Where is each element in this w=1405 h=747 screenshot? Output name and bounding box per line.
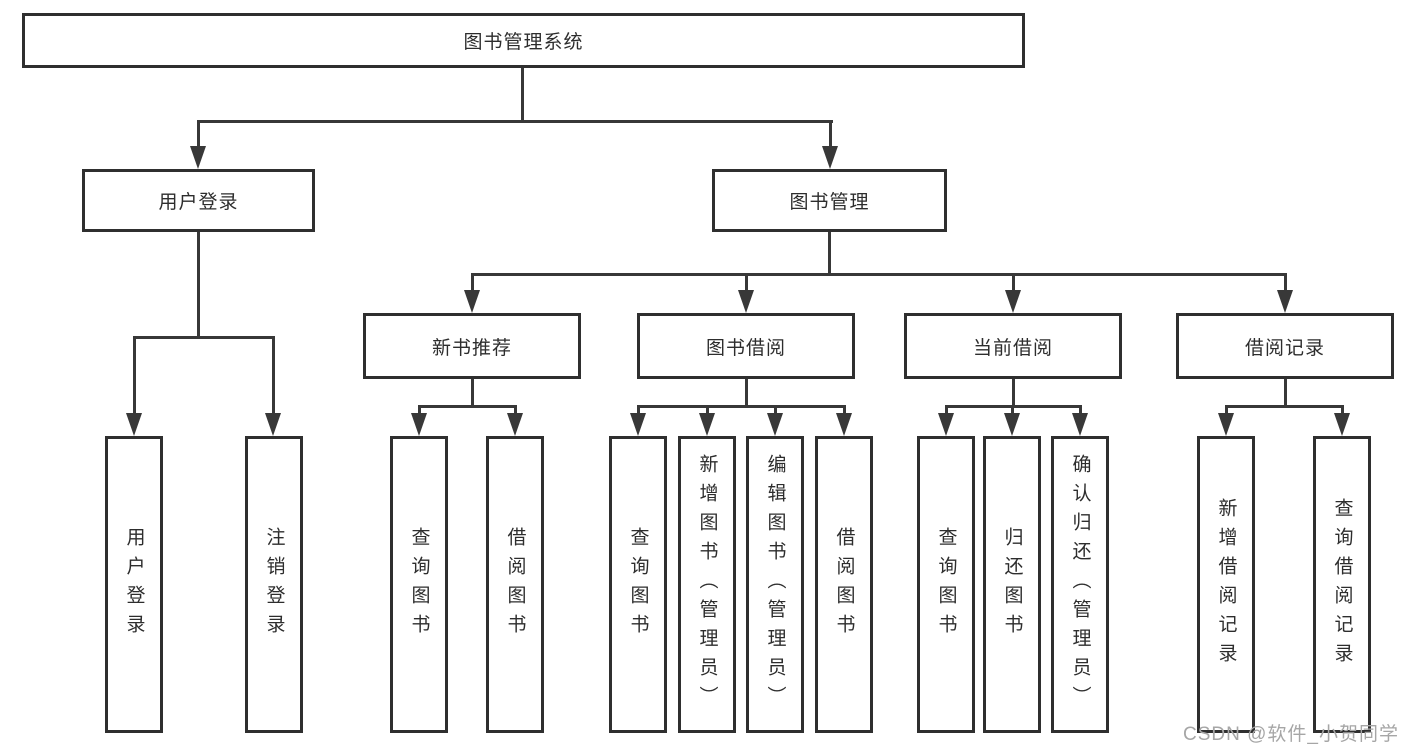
connector-line [1079,405,1082,415]
connector-line [471,273,474,292]
arrow-down-icon [738,290,754,313]
leaf-label: 确认归还（管理员） [1069,454,1091,715]
node-label: 图书管理系统 [463,32,584,53]
leaf-logout: 注销登录 [245,436,303,733]
leaf-query-books-borrow: 查询图书 [609,436,667,733]
leaf-label: 归还图书 [1001,526,1023,643]
connector-line [1012,379,1015,406]
connector-line [418,405,517,408]
arrow-down-icon [630,413,646,436]
connector-line [197,120,200,148]
leaf-label: 查询图书 [627,526,649,643]
leaf-label: 查询图书 [408,526,430,643]
connector-line [521,68,524,121]
leaf-query-books-recommend: 查询图书 [390,436,448,733]
connector-line [1341,405,1344,415]
connector-line [945,405,948,415]
arrow-down-icon [1072,413,1088,436]
arrow-down-icon [265,413,281,436]
connector-line [1011,405,1014,415]
node-user-login: 用户登录 [82,169,315,232]
arrow-down-icon [1005,290,1021,313]
node-label: 借阅记录 [1244,337,1325,359]
leaf-label: 查询借阅记录 [1331,497,1353,672]
leaf-return-book: 归还图书 [983,436,1041,733]
leaf-label: 编辑图书（管理员） [764,454,786,715]
node-current-borrow: 当前借阅 [904,313,1122,379]
leaf-label: 借阅图书 [833,526,855,643]
connector-line [133,336,275,339]
connector-line [471,379,474,406]
arrow-down-icon [1218,413,1234,436]
connector-line [1284,273,1287,292]
node-label: 图书借阅 [705,337,786,359]
leaf-label: 新增图书（管理员） [696,454,718,715]
connector-line [418,405,421,415]
connector-line [706,405,709,415]
connector-line [774,405,777,415]
connector-line [843,405,846,415]
leaf-label: 查询图书 [935,526,957,643]
node-book-borrow: 图书借阅 [637,313,855,379]
arrow-down-icon [126,413,142,436]
connector-line [829,120,832,148]
node-label: 用户登录 [158,192,239,213]
arrow-down-icon [822,146,838,169]
connector-line [745,273,748,292]
connector-line [1284,379,1287,406]
connector-line [1225,405,1344,408]
leaf-add-book-admin: 新增图书（管理员） [678,436,736,733]
leaf-label: 注销登录 [263,526,285,643]
node-borrow-records: 借阅记录 [1176,313,1394,379]
arrow-down-icon [938,413,954,436]
csdn-watermark: CSDN @软件_小贺同学 [1183,724,1399,745]
arrow-down-icon [767,413,783,436]
connector-line [637,405,846,408]
leaf-user-login: 用户登录 [105,436,163,733]
leaf-query-books-current: 查询图书 [917,436,975,733]
connector-line [828,232,831,273]
connector-line [272,336,275,415]
node-book-management: 图书管理 [712,169,947,232]
connector-line [471,273,1286,276]
arrow-down-icon [699,413,715,436]
leaf-confirm-return-admin: 确认归还（管理员） [1051,436,1109,733]
leaf-query-borrow-record: 查询借阅记录 [1313,436,1371,733]
leaf-label: 新增借阅记录 [1215,497,1237,672]
connector-line [197,232,200,336]
node-label: 当前借阅 [972,337,1053,359]
arrow-down-icon [411,413,427,436]
leaf-label: 借阅图书 [504,526,526,643]
connector-line [1225,405,1228,415]
connector-line [197,120,833,123]
arrow-down-icon [464,290,480,313]
connector-line [1012,273,1015,292]
node-label: 新书推荐 [431,337,512,359]
arrow-down-icon [190,146,206,169]
node-library-management-system: 图书管理系统 [22,13,1025,68]
leaf-label: 用户登录 [123,526,145,643]
node-new-book-recommend: 新书推荐 [363,313,581,379]
connector-line [637,405,640,415]
arrow-down-icon [1004,413,1020,436]
arrow-down-icon [1277,290,1293,313]
arrow-down-icon [836,413,852,436]
arrow-down-icon [1334,413,1350,436]
leaf-add-borrow-record: 新增借阅记录 [1197,436,1255,733]
arrow-down-icon [507,413,523,436]
leaf-edit-book-admin: 编辑图书（管理员） [746,436,804,733]
leaf-borrow-books: 借阅图书 [815,436,873,733]
leaf-borrow-books-recommend: 借阅图书 [486,436,544,733]
connector-line [133,336,136,415]
connector-line [745,379,748,406]
node-label: 图书管理 [789,192,870,213]
connector-line [514,405,517,415]
